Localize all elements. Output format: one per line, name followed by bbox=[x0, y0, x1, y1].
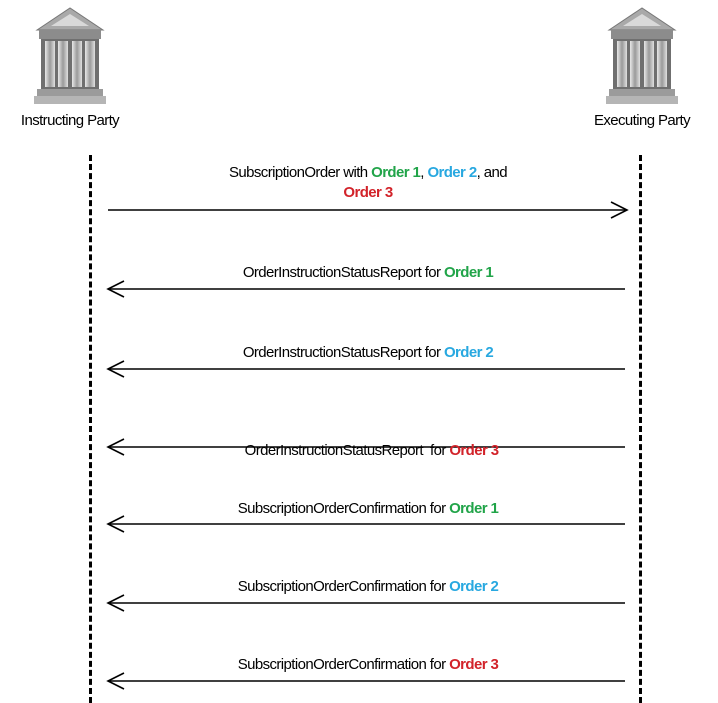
message-text: SubscriptionOrderConfirmation for bbox=[237, 656, 450, 673]
message-label-1: SubscriptionOrder with Order 1, Order 2,… bbox=[108, 163, 628, 203]
arrow-message-4 bbox=[106, 438, 625, 456]
order-label: Order 3 bbox=[343, 184, 393, 201]
separator: , bbox=[420, 164, 428, 181]
party-instructing: Instructing Party bbox=[0, 0, 150, 129]
order-label: Order 3 bbox=[449, 442, 499, 459]
arrow-message-5 bbox=[106, 515, 625, 533]
arrow-message-6 bbox=[106, 594, 625, 612]
message-text: SubscriptionOrder with bbox=[229, 164, 372, 181]
arrow-message-3 bbox=[106, 360, 625, 378]
message-text: SubscriptionOrderConfirmation for bbox=[237, 500, 450, 517]
bank-building-icon bbox=[606, 7, 678, 104]
order-label: Order 1 bbox=[371, 164, 421, 181]
order-label: Order 2 bbox=[427, 164, 477, 181]
arrow-message-2 bbox=[106, 280, 625, 298]
separator: , and bbox=[476, 164, 508, 181]
message-text: OrderInstructionStatusReport for bbox=[244, 442, 450, 459]
order-label: Order 1 bbox=[443, 264, 494, 281]
arrow-message-7 bbox=[106, 672, 625, 690]
party-executing: Executing Party bbox=[562, 0, 718, 129]
lifeline-instructing bbox=[89, 155, 92, 703]
message-label-7: SubscriptionOrderConfirmation for Order … bbox=[108, 655, 628, 675]
message-label-2: OrderInstructionStatusReport for Order 1 bbox=[108, 263, 628, 283]
party-label-instructing: Instructing Party bbox=[20, 112, 120, 129]
order-label: Order 1 bbox=[449, 500, 499, 517]
message-label-4: OrderInstructionStatusReport for Order 3 bbox=[108, 421, 628, 461]
message-text: OrderInstructionStatusReport for bbox=[242, 344, 444, 361]
message-label-3: OrderInstructionStatusReport for Order 2 bbox=[108, 343, 628, 363]
order-label: Order 2 bbox=[443, 344, 494, 361]
message-label-5: SubscriptionOrderConfirmation for Order … bbox=[108, 499, 628, 519]
message-text: SubscriptionOrderConfirmation for bbox=[237, 578, 450, 595]
party-label-executing: Executing Party bbox=[593, 112, 691, 129]
order-label: Order 3 bbox=[449, 656, 499, 673]
lifeline-executing bbox=[639, 155, 642, 703]
bank-building-icon bbox=[34, 7, 106, 104]
message-text: OrderInstructionStatusReport for bbox=[242, 264, 444, 281]
order-label: Order 2 bbox=[449, 578, 499, 595]
message-label-6: SubscriptionOrderConfirmation for Order … bbox=[108, 577, 628, 597]
arrow-message-1 bbox=[108, 201, 629, 219]
